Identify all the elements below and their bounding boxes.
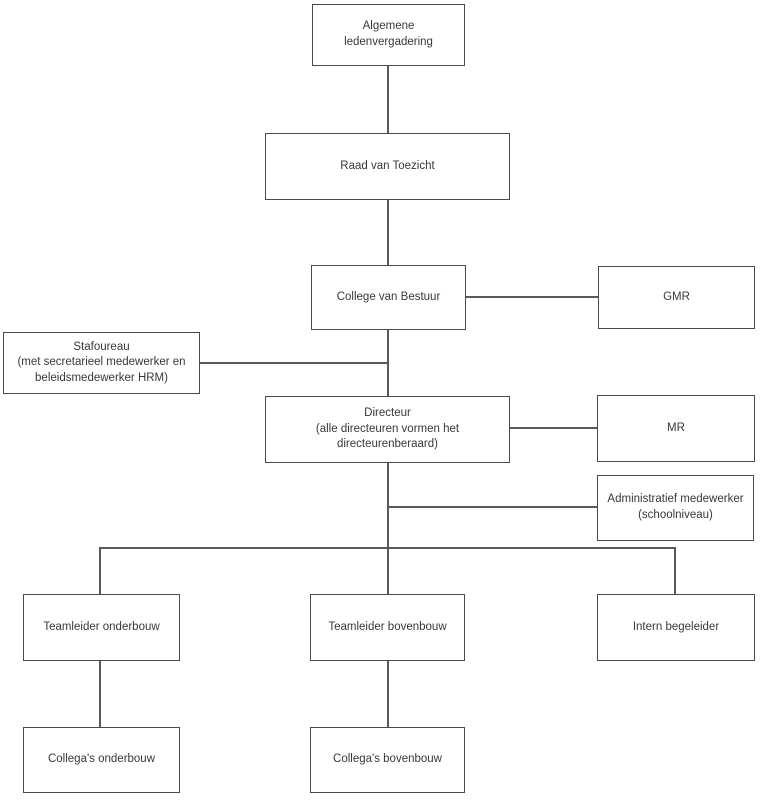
connector-college-directeur	[387, 330, 389, 396]
connector-distribution-line	[99, 547, 676, 549]
node-label: Intern begeleider	[632, 620, 720, 633]
node-directeur: Directeur (alle directeuren vormen het d…	[265, 396, 510, 463]
node-label: Algemene ledenvergadering	[344, 20, 433, 48]
node-college-van-bestuur: College van Bestuur	[311, 265, 466, 330]
connector-directeur-trunk	[387, 463, 389, 594]
node-label: Teamleider bovenbouw	[328, 620, 447, 633]
connector-stafbureau-trunk	[200, 362, 388, 364]
connector-trunk-administratief	[388, 506, 597, 508]
connector-drop-teamleider-onderbouw	[99, 547, 101, 594]
connector-college-gmr	[466, 296, 598, 298]
connector-raad-college	[387, 200, 389, 265]
connector-directeur-mr	[510, 427, 597, 429]
node-label: Teamleider onderbouw	[43, 620, 160, 633]
node-stafbureau: Stafoureau (met secretarieel medewerker …	[3, 332, 200, 394]
connector-algemene-raad	[387, 66, 389, 133]
node-label: Administratief medewerker (schoolniveau)	[607, 493, 744, 521]
node-teamleider-bovenbouw: Teamleider bovenbouw	[310, 594, 465, 661]
node-mr: MR	[597, 395, 755, 462]
node-label: College van Bestuur	[336, 290, 441, 303]
node-teamleider-onderbouw: Teamleider onderbouw	[23, 594, 180, 661]
node-administratief-medewerker: Administratief medewerker (schoolniveau)	[597, 475, 754, 541]
node-collegas-onderbouw: Collega's onderbouw	[23, 727, 180, 793]
node-label: Collega's onderbouw	[47, 753, 156, 766]
node-collegas-bovenbouw: Collega's bovenbouw	[310, 727, 465, 793]
node-label: Collega's bovenbouw	[333, 753, 442, 766]
node-raad-van-toezicht: Raad van Toezicht	[265, 133, 510, 200]
node-intern-begeleider: Intern begeleider	[597, 594, 755, 661]
connector-teamleider-collegas-onderbouw	[99, 661, 101, 727]
node-label: GMR	[663, 290, 690, 303]
node-label: Raad van Toezicht	[340, 159, 435, 172]
connector-drop-intern-begeleider	[674, 547, 676, 594]
node-label: Directeur (alle directeuren vormen het d…	[315, 407, 460, 451]
node-label: Stafoureau (met secretarieel medewerker …	[17, 340, 186, 384]
node-label: MR	[667, 421, 685, 434]
node-gmr: GMR	[598, 266, 755, 329]
node-algemene-ledenvergadering: Algemene ledenvergadering	[312, 4, 465, 66]
connector-teamleider-collegas-bovenbouw	[387, 661, 389, 727]
